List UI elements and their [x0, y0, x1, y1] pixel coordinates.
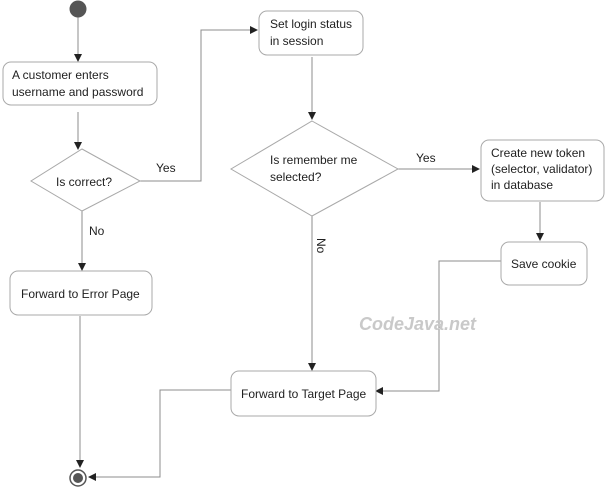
decision-is-correct: Is correct?	[30, 148, 142, 212]
correct-no-label: No	[89, 224, 105, 238]
remember-me-line-1: Is remember me	[270, 153, 358, 167]
end-node	[69, 469, 87, 487]
action-set-login-status: Set login status in session	[258, 10, 364, 56]
action-forward-target: Forward to Target Page	[230, 370, 377, 417]
edge-cookie-to-target	[375, 260, 501, 395]
start-node	[69, 0, 87, 18]
decision-remember-me: Is remember me selected?	[230, 120, 400, 217]
create-token-line-2: (selector, validator)	[491, 162, 592, 176]
create-token-line-3: in database	[491, 178, 553, 192]
create-token-line-1: Create new token	[491, 146, 585, 160]
action-create-token: Create new token (selector, validator) i…	[480, 139, 605, 202]
action-forward-error: Forward to Error Page	[9, 270, 153, 316]
action-save-cookie: Save cookie	[500, 241, 588, 286]
correct-yes-label: Yes	[156, 161, 176, 175]
is-correct-label: Is correct?	[56, 175, 112, 189]
action-customer-enters: A customer enters username and password	[2, 61, 158, 106]
set-login-line-1: Set login status	[270, 17, 352, 31]
forward-error-label: Forward to Error Page	[21, 287, 140, 301]
watermark: CodeJava.net	[359, 314, 477, 334]
save-cookie-label: Save cookie	[511, 257, 577, 271]
edge-target-to-end	[88, 389, 231, 481]
edge-correct-yes	[140, 26, 258, 182]
forward-target-label: Forward to Target Page	[241, 387, 367, 401]
set-login-line-2: in session	[270, 34, 323, 48]
remember-no-label: No	[314, 238, 328, 254]
remember-me-line-2: selected?	[270, 170, 322, 184]
customer-enters-line-2: username and password	[12, 85, 143, 99]
customer-enters-line-1: A customer enters	[12, 68, 109, 82]
remember-yes-label: Yes	[416, 151, 436, 165]
